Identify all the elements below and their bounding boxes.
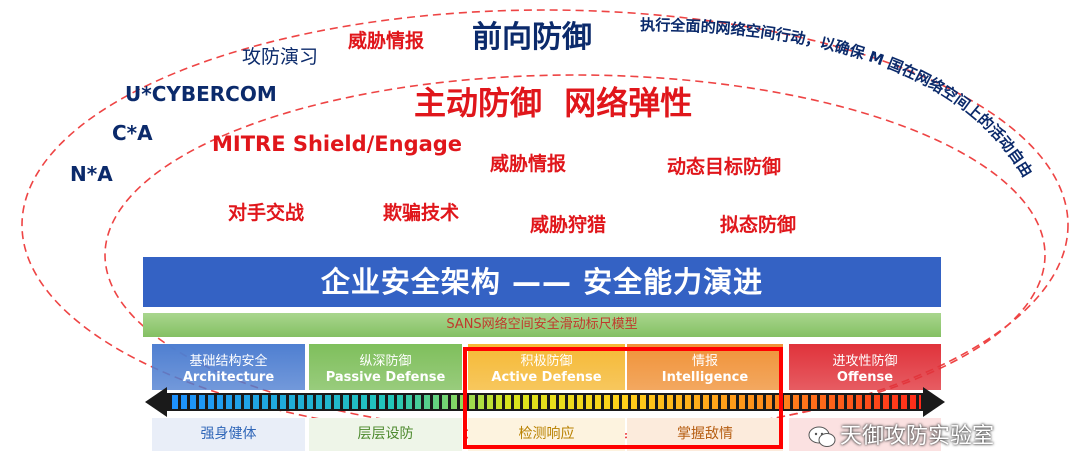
term-deception-technology: 欺骗技术 [383, 202, 460, 224]
segment-offense: 进攻性防御 Offense [789, 344, 941, 390]
segment-architecture: 基础结构安全 Architecture [152, 344, 305, 390]
term-na: N*A [70, 162, 113, 186]
term-adversary-engagement: 对手交战 [228, 202, 305, 224]
term-mimic-defense: 拟态防御 [720, 214, 797, 236]
segment-active-defense-en: Active Defense [491, 370, 602, 385]
term-threat-intel: 威胁情报 [490, 153, 567, 175]
watermark: 天御攻防实验室 [808, 419, 1076, 455]
segment-intelligence-en: Intelligence [661, 370, 749, 385]
enterprise-architecture-banner: 企业安全架构 —— 安全能力演进 [143, 257, 941, 307]
segment-passive-defense-zh: 纵深防御 [359, 354, 412, 369]
term-active-defense-resilience: 主动防御 网络弹性 [414, 84, 693, 122]
term-forward-defense: 前向防御 [472, 20, 592, 55]
tagline-strengthen: 强身健体 [152, 418, 305, 451]
term-mitre-shield-engage: MITRE Shield/Engage [212, 132, 463, 156]
wechat-icon [808, 426, 836, 447]
term-threat-hunting: 威胁狩猎 [530, 214, 607, 236]
segment-active-defense: 积极防御 Active Defense [468, 344, 625, 390]
highlight-box [463, 347, 783, 449]
segment-passive-defense: 纵深防御 Passive Defense [309, 344, 462, 390]
segment-intelligence: 情报 Intelligence [627, 344, 783, 390]
segment-architecture-zh: 基础结构安全 [189, 354, 268, 369]
segment-passive-defense-en: Passive Defense [325, 370, 446, 385]
term-threat-intel-top: 威胁情报 [348, 30, 425, 52]
sans-model-label: SANS网络空间安全滑动标尺模型 [143, 313, 941, 337]
sliding-scale-arrow [145, 387, 945, 417]
segment-offense-en: Offense [836, 370, 894, 385]
term-cybercom: U*CYBERCOM [125, 82, 277, 106]
segment-architecture-en: Architecture [182, 370, 275, 385]
tagline-layered-defense: 层层设防 [309, 418, 462, 451]
segment-intelligence-zh: 情报 [691, 354, 718, 369]
term-attack-defense-drill: 攻防演习 [242, 46, 319, 68]
arrow-dots [169, 395, 921, 409]
term-ca: C*A [112, 121, 153, 145]
watermark-text: 天御攻防实验室 [840, 424, 995, 449]
segment-offense-zh: 进攻性防御 [832, 354, 898, 369]
segment-active-defense-zh: 积极防御 [520, 354, 573, 369]
term-moving-target-defense: 动态目标防御 [667, 156, 782, 178]
